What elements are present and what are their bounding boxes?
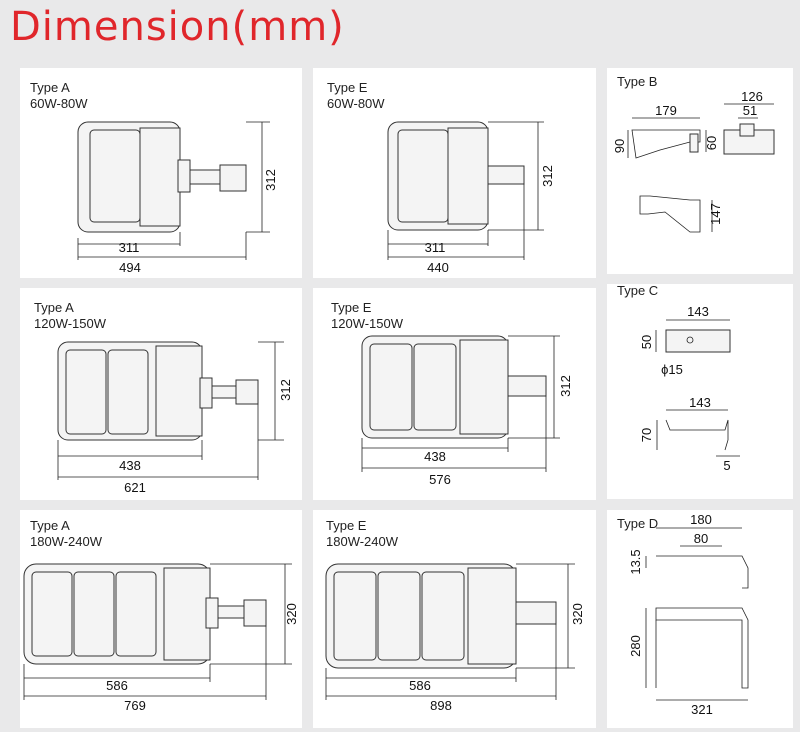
dim-height: 312 [263, 169, 278, 191]
dim-width-total: 621 [124, 480, 146, 495]
dim-height: 312 [278, 379, 293, 401]
dim-width-body: 586 [409, 678, 431, 693]
dim-label: 90 [612, 139, 627, 153]
dim-width-body: 438 [119, 458, 141, 473]
panel-label: Type B [617, 74, 658, 89]
luminaire-drawing [57, 341, 259, 441]
dimension-lines [77, 121, 270, 260]
bracket-drawing [655, 555, 749, 689]
dim-height: 312 [558, 375, 573, 397]
dim-label: 143 [689, 395, 711, 410]
panel-label: Type C [617, 283, 659, 298]
dim-label: 143 [687, 304, 709, 319]
dim-label: 60 [704, 136, 719, 150]
dim-label: 126 [741, 89, 763, 104]
panel-label: Type D [617, 516, 659, 531]
dim-width-total: 440 [427, 260, 449, 275]
dimension-lines [23, 563, 292, 700]
dim-label: 147 [708, 203, 723, 225]
dimension-lines [645, 527, 748, 701]
luminaire-drawing [361, 335, 547, 439]
dim-label: 70 [639, 428, 654, 442]
dim-width-body: 311 [119, 240, 140, 255]
dim-height: 320 [570, 603, 585, 625]
dim-width-total: 494 [119, 260, 141, 275]
dimension-lines [387, 121, 544, 260]
dim-width-total: 769 [124, 698, 146, 713]
dim-label: ϕ15 [661, 362, 683, 377]
dim-label: 51 [743, 103, 757, 118]
dimension-lines [627, 103, 774, 232]
luminaire-drawing [77, 121, 247, 233]
dim-width-body: 438 [424, 449, 446, 464]
panel-type-b [607, 68, 793, 274]
dimension-lines [655, 319, 740, 457]
dimension-lines [361, 335, 560, 472]
bracket-drawing [665, 329, 731, 451]
bracket-drawing [631, 123, 775, 233]
dim-label: 80 [694, 531, 708, 546]
dim-label: 13.5 [628, 549, 643, 574]
dim-width-total: 576 [429, 472, 451, 487]
dim-width-body: 586 [106, 678, 128, 693]
dim-label: 280 [628, 635, 643, 657]
page-title: Dimension(mm) [10, 4, 345, 50]
dimension-lines [57, 341, 284, 480]
dim-label: 179 [655, 103, 677, 118]
luminaire-drawing [23, 563, 267, 665]
dim-width-body: 311 [425, 240, 446, 255]
dimension-lines [325, 563, 575, 700]
dim-label: 5 [723, 458, 730, 473]
dim-label: 321 [691, 702, 713, 717]
dim-label: 50 [639, 335, 654, 349]
dim-height: 320 [284, 603, 299, 625]
dim-height: 312 [540, 165, 555, 187]
dim-width-total: 898 [430, 698, 452, 713]
dim-label: 180 [690, 512, 712, 527]
luminaire-drawing [387, 121, 525, 231]
luminaire-drawing [325, 563, 557, 669]
